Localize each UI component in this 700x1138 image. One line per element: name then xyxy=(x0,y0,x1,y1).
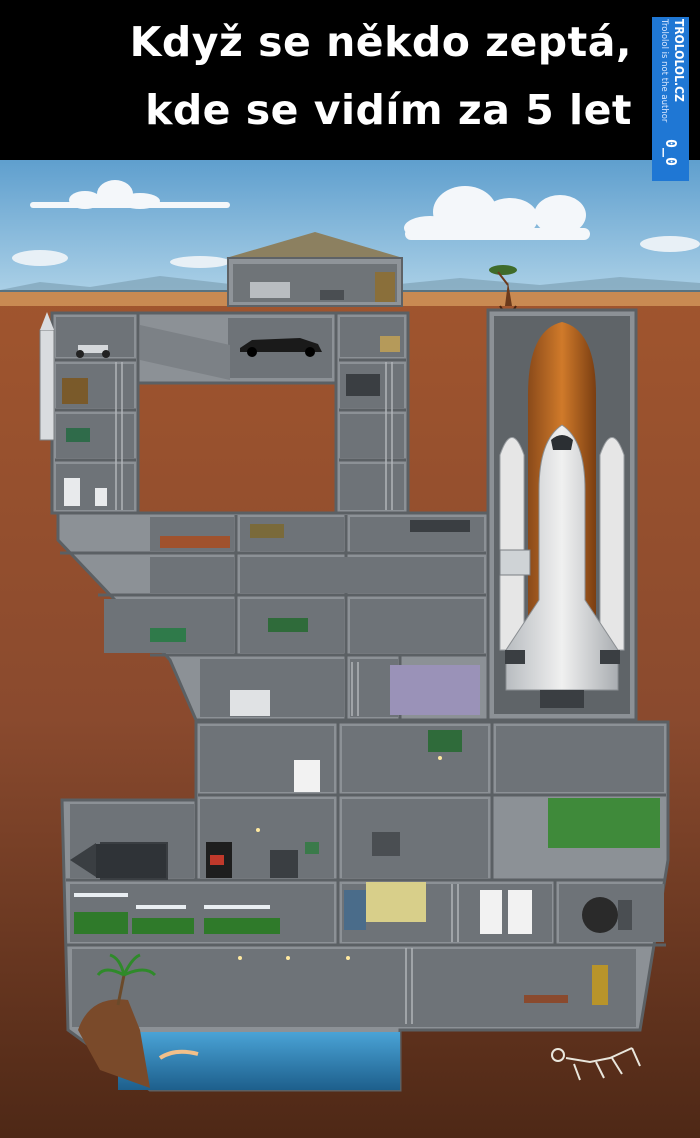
bunker-illustration xyxy=(0,160,700,1138)
caption-bar: Když se někdo zeptá, kde se vidím za 5 l… xyxy=(0,0,700,160)
cloud-right xyxy=(404,186,590,240)
rooms xyxy=(56,317,664,1027)
watermark-face: 0_0 xyxy=(662,139,680,167)
vehicle-ramp xyxy=(140,325,230,380)
motorcycle xyxy=(76,345,110,358)
ladders xyxy=(115,362,459,1024)
grow-lights xyxy=(74,893,270,909)
greenhouse xyxy=(74,912,280,934)
surface-tree xyxy=(489,265,517,314)
car xyxy=(240,338,322,357)
space-shuttle xyxy=(499,322,625,708)
room-props xyxy=(62,336,660,1005)
buried-skeleton xyxy=(551,1047,641,1081)
hangar-platform xyxy=(499,549,531,576)
palm-island xyxy=(78,953,157,1088)
ceiling-lights xyxy=(238,756,442,960)
surface-hangar xyxy=(226,232,403,307)
caption-line-2: kde se vidím za 5 let xyxy=(145,86,632,134)
cloud-left xyxy=(30,180,230,209)
missile xyxy=(39,312,55,441)
cloud-small xyxy=(12,236,700,268)
watermark-badge: TROLOLOL.CZ Trololol is not the author 0… xyxy=(652,17,689,181)
caption-line-1: Když se někdo zeptá, xyxy=(129,18,632,66)
swimmer xyxy=(158,1049,199,1060)
pool-water xyxy=(118,1032,400,1090)
drill-machine xyxy=(70,843,166,878)
